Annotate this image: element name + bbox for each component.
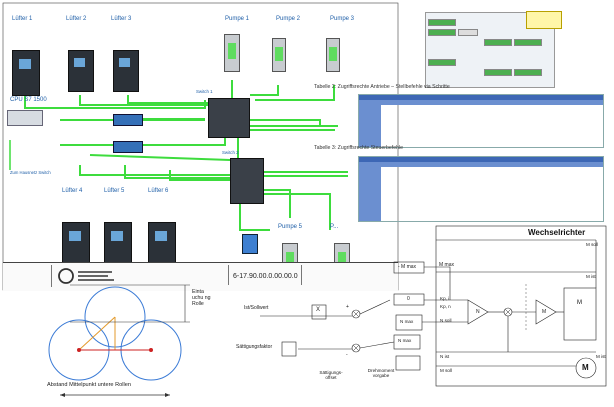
- inverter-frame: [435, 225, 607, 387]
- m-max-line-label: M max: [439, 262, 454, 268]
- pumpe-6-label: P...: [330, 224, 339, 230]
- n-max-box-3: [395, 355, 421, 371]
- zero-box-label: 0: [407, 296, 410, 302]
- motor-circle: [575, 357, 597, 379]
- minus-sign: -: [346, 352, 348, 358]
- pump-module-1: [224, 34, 240, 72]
- drehmomentvorgabe-label: Drehmoment vorgabe: [367, 368, 395, 378]
- luefter-1-label: Lüfter 1: [12, 16, 33, 22]
- panel-button-4[interactable]: [484, 39, 512, 46]
- luefter-5-label: Lüfter 5: [104, 188, 125, 194]
- table2-caption: Tabelle 2: Zugriffsrechte Antriebe – Ste…: [314, 84, 450, 90]
- switch-small-device: [242, 234, 258, 254]
- network-module: [113, 114, 143, 126]
- pumpe-2-label: Pumpe 2: [276, 16, 301, 22]
- motor-label: M: [582, 363, 589, 372]
- panel-button-5[interactable]: [514, 39, 542, 46]
- n-max-box-2-label: N max: [398, 338, 412, 343]
- saettigungsfaktor-label: Sättigungsfaktor: [236, 344, 273, 350]
- plus-sign: +: [346, 304, 349, 310]
- cpu-label: CPU S7 1500: [10, 97, 47, 103]
- kp-n-label: Kp, n: [440, 304, 451, 309]
- pumpe-5-label: Pumpe 5: [278, 224, 303, 230]
- inverter-block-label: M: [577, 300, 582, 306]
- m-max-box-label: - M max: [398, 264, 417, 270]
- luefter-3-label: Lüfter 3: [111, 16, 132, 22]
- n-soll-label: N soll: [440, 318, 452, 323]
- n-ist-label: N ist: [440, 354, 450, 359]
- m-max-box: [393, 261, 425, 274]
- mi-block-label: M: [542, 309, 547, 315]
- luefter-6-label: Lüfter 6: [148, 188, 169, 194]
- radius-line-left: [78, 316, 116, 351]
- center-point-right: [149, 348, 153, 352]
- title-block: 6-17.90.00.0.00.00.0: [3, 262, 398, 291]
- m-soll-bottom-label: M soll: [440, 368, 452, 373]
- network-cables: [24, 80, 348, 231]
- m-soll-label: M soll: [586, 242, 598, 247]
- cpu-unit: [7, 110, 43, 126]
- drive-unit-luefter-1: [12, 50, 40, 96]
- company-logo: [51, 265, 122, 287]
- zero-box: [393, 293, 425, 306]
- network-module-2: [113, 141, 143, 153]
- note-sticker: [526, 11, 562, 29]
- switch-2-device: [230, 158, 264, 204]
- n-max-box: [395, 314, 423, 331]
- luefter-2-label: Lüfter 2: [66, 16, 87, 22]
- pumpe-3-label: Pumpe 3: [330, 16, 355, 22]
- panel-button-6[interactable]: [428, 59, 456, 66]
- panel-button-7[interactable]: [484, 69, 512, 76]
- m-ist-label: M ist: [586, 274, 596, 279]
- drive-unit-luefter-6: [148, 222, 176, 269]
- luefter-4-label: Lüfter 4: [62, 188, 83, 194]
- switch-2-label: Switch 2: [222, 150, 239, 155]
- network-note: Zum Hausnetz Switch: [10, 170, 51, 175]
- access-table-3: [358, 156, 604, 222]
- x-block: [311, 304, 327, 320]
- pump-module-3: [326, 38, 340, 72]
- speed-controller: [467, 299, 489, 325]
- drive-unit-luefter-2: [68, 50, 94, 92]
- table3-caption: Tabelle 3: Zugriffsrechte Steuerbefehle: [314, 145, 404, 151]
- x-block-label: X: [316, 307, 321, 313]
- control-panel: [425, 11, 562, 88]
- inverter-block: [563, 287, 597, 341]
- saettigungsoffset-label: Sättigungs-offset: [319, 370, 343, 380]
- multiply-block: [281, 341, 297, 357]
- drive-unit-luefter-3: [113, 50, 139, 92]
- inverter-title: Wechselrichter: [528, 228, 586, 237]
- switch-1-device: [208, 98, 250, 138]
- panel-button-1[interactable]: [428, 19, 456, 26]
- drive-unit-luefter-4: [62, 222, 90, 269]
- center-distance-caption: Abstand Mittelpunkt untere Rollen: [47, 382, 131, 388]
- drive-unit-luefter-5: [104, 222, 132, 269]
- roller-geometry: [48, 284, 190, 397]
- switch-1-label: Switch 1: [196, 89, 213, 94]
- istwert-label: Ist/Sollwert: [244, 305, 269, 311]
- drawing-number: 6-17.90.00.0.00.00.0: [233, 273, 298, 280]
- panel-button-2[interactable]: [428, 29, 456, 36]
- m-ist-right-label: M ist: [596, 354, 606, 359]
- immersion-label: Einta uchu ng Rolle: [192, 289, 211, 307]
- center-point-left: [77, 348, 81, 352]
- n-block-label: N: [476, 309, 480, 315]
- pumpe-1-label: Pumpe 1: [225, 16, 250, 22]
- n-max-box-label: N max: [400, 319, 414, 324]
- panel-button-3[interactable]: [458, 29, 478, 36]
- pump-module-2: [272, 38, 286, 72]
- kp-i-label: Kp, i: [440, 296, 450, 301]
- panel-button-8[interactable]: [514, 69, 542, 76]
- access-table-2: [358, 94, 604, 148]
